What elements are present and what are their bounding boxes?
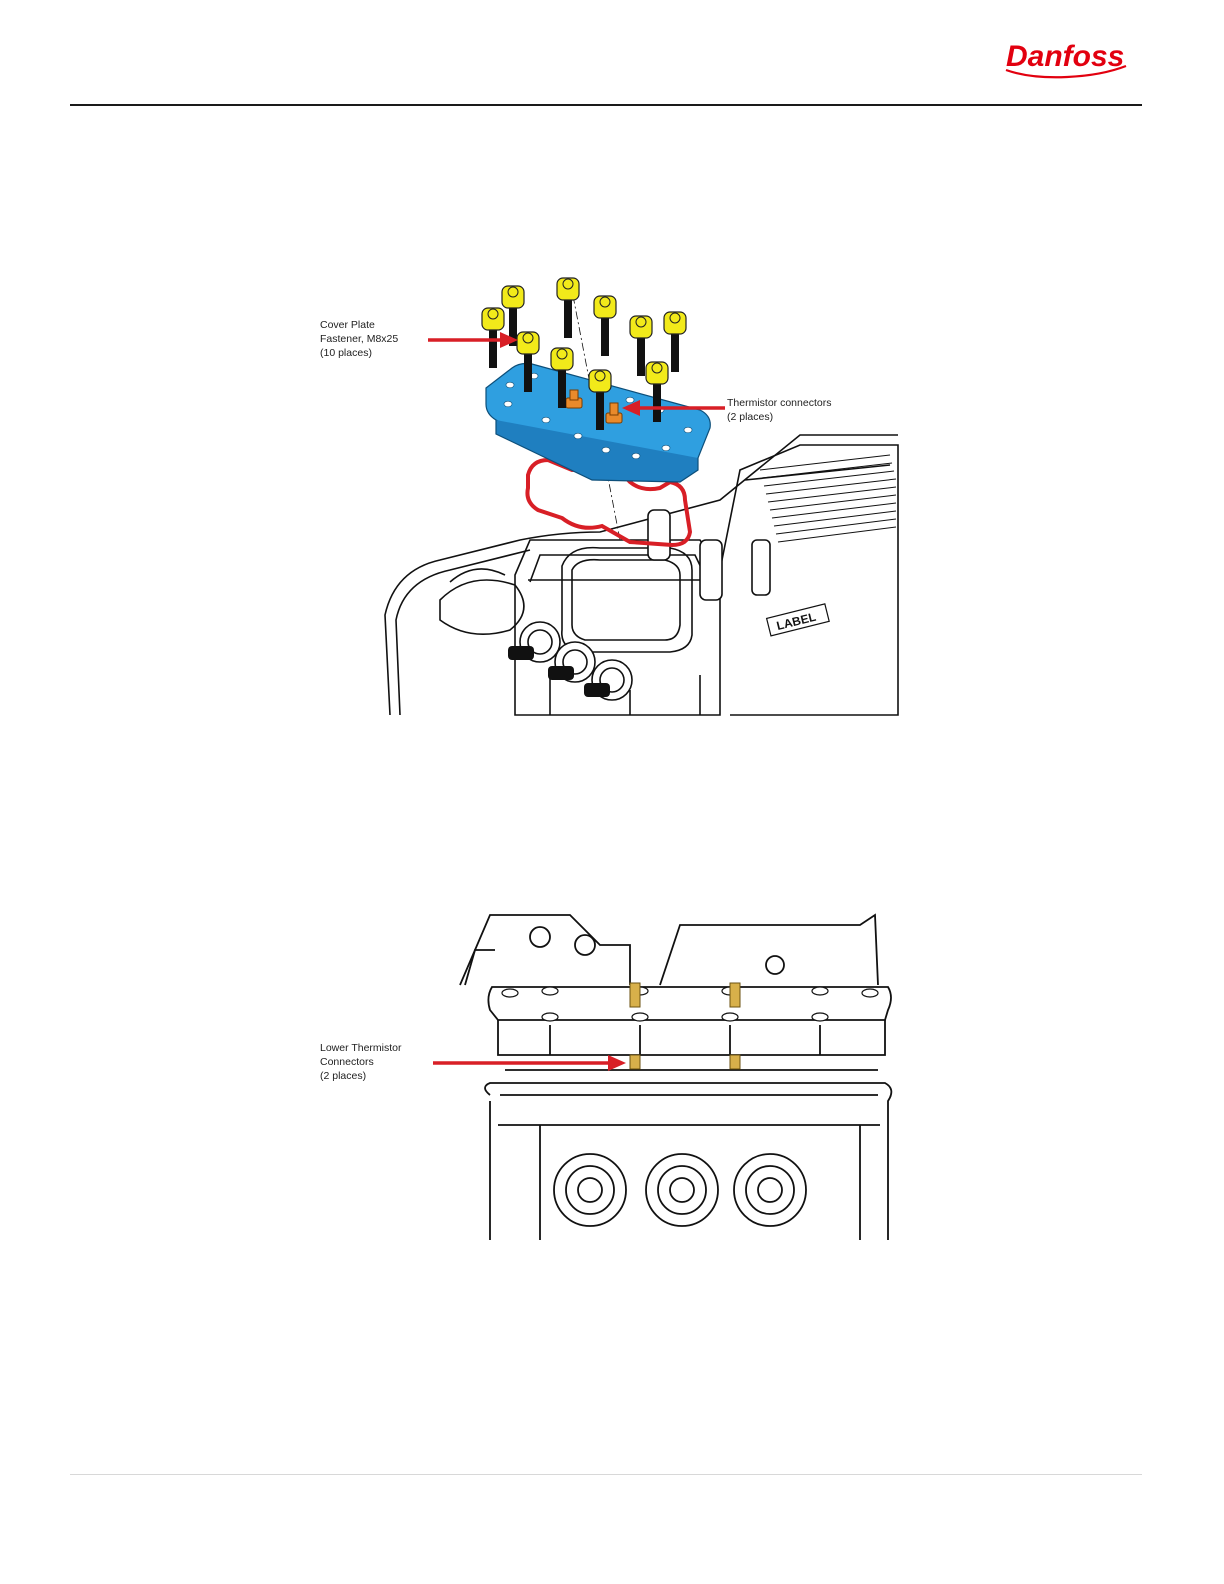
callout-lower-thermistor-connectors: Lower Thermistor Connectors (2 places) [320,1041,430,1083]
danfoss-logo: Danfoss [1000,30,1130,82]
callout-arrow-fastener [428,332,518,348]
header-rule [70,104,1142,106]
callout-cover-plate-fastener: Cover Plate Fastener, M8x25 (10 places) [320,318,420,360]
callout-thermistor-connectors: Thermistor connectors (2 places) [727,396,857,424]
logo-wordmark: Danfoss [1006,40,1124,73]
callout-arrow-lower-thermistor [433,1055,626,1071]
footer-rule [70,1474,1142,1475]
label-stamp: LABEL [767,604,830,636]
lower-thermistor-pins [630,983,740,1069]
